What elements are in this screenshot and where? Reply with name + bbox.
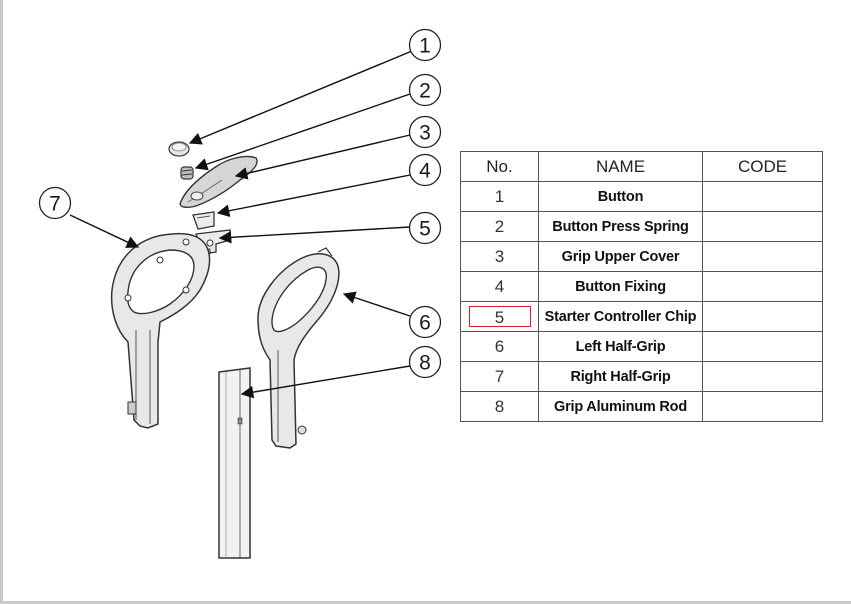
callout-3: 3 [408,115,442,149]
callout-4: 4 [408,153,442,187]
row-no: 8 [460,391,539,422]
header-name: NAME [538,151,703,182]
callout-8: 8 [408,345,442,379]
table-row: 2 Button Press Spring [460,211,823,242]
table-row: 3 Grip Upper Cover [460,241,823,272]
leader-line-3 [234,134,411,180]
parts-table: No. NAME CODE 1 Button 2 Button Press Sp… [460,151,823,422]
callout-number: 8 [419,352,431,375]
row-code [702,331,823,362]
table-row: 7 Right Half-Grip [460,361,823,392]
callout-number: 2 [419,80,431,103]
table-header-row: No. NAME CODE [460,151,823,182]
row-name: Grip Aluminum Rod [538,391,703,422]
part-button-fixing [192,211,215,230]
row-name: Right Half-Grip [538,361,703,392]
row-code [702,361,823,392]
row-name: Button Press Spring [538,211,703,242]
row-no: 3 [460,241,539,272]
row-no: 6 [460,331,539,362]
row-name: Grip Upper Cover [538,241,703,272]
callout-1: 1 [408,28,442,62]
callout-number: 7 [49,193,61,216]
table-row-highlighted: 5 Starter Controller Chip [460,301,823,332]
callout-number: 1 [419,35,431,58]
row-name: Button Fixing [538,271,703,302]
callout-number: 5 [419,218,431,241]
row-no: 4 [460,271,539,302]
callout-7: 7 [38,186,72,220]
leader-line-1 [188,50,413,145]
row-code [702,181,823,212]
row-no: 2 [460,211,539,242]
part-grip-upper-cover [179,155,258,209]
row-name: Starter Controller Chip [538,301,703,332]
table-row: 1 Button [460,181,823,212]
row-no: 1 [460,181,539,212]
part-right-half-grip [110,232,211,429]
callout-6: 6 [408,305,442,339]
leader-line-4 [216,174,411,217]
part-button-press-spring [180,166,194,180]
callout-2: 2 [408,73,442,107]
row-code [702,271,823,302]
table-row: 8 Grip Aluminum Rod [460,391,823,422]
part-grip-aluminum-rod [218,367,251,559]
leader-line-5 [218,226,411,244]
callout-circles: 1 2 3 4 5 6 7 8 [38,28,442,379]
row-name: Left Half-Grip [538,331,703,362]
table-row: 4 Button Fixing [460,271,823,302]
row-no: 5 [460,301,539,332]
callout-5: 5 [408,211,442,245]
leader-lines [69,50,413,399]
row-no: 7 [460,361,539,392]
header-code: CODE [702,151,823,182]
highlight-box: 5 [468,305,531,327]
part-button [168,141,190,157]
row-code [702,301,823,332]
row-code [702,211,823,242]
callout-number: 6 [419,312,431,335]
row-name: Button [538,181,703,212]
row-code [702,391,823,422]
header-no: No. [460,151,539,182]
part-left-half-grip [257,247,340,449]
leader-line-6 [342,291,411,317]
callout-number: 3 [419,122,431,145]
callout-number: 4 [419,160,431,183]
leader-line-7 [69,214,140,248]
row-code [702,241,823,272]
leader-line-8 [240,365,411,399]
table-row: 6 Left Half-Grip [460,331,823,362]
leader-line-2 [194,93,411,171]
